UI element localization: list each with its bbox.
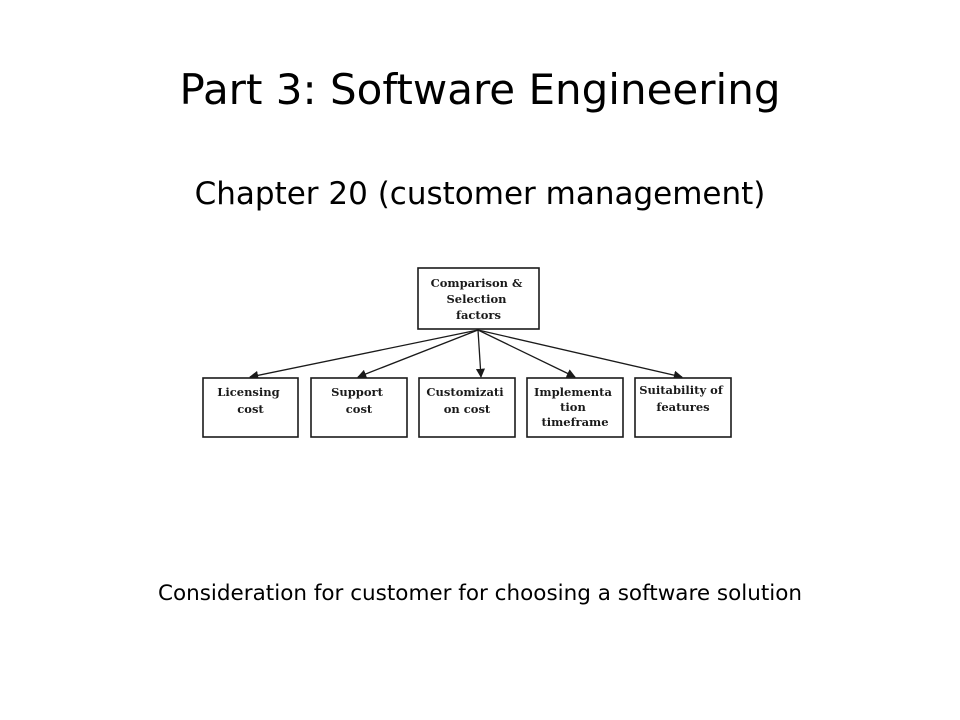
edge-implementation (477, 329, 576, 378)
edge-customization (475, 329, 486, 378)
child-node-customization-cost: Customizati on cost (418, 377, 516, 438)
slide-caption: Consideration for customer for choosing … (157, 581, 803, 606)
child-node-label: Support cost (331, 385, 387, 416)
child-node-suitability-of-features: Suitability of features (634, 377, 732, 438)
child-node-licensing-cost: Licensing cost (202, 377, 299, 438)
child-node-label: Customizati on cost (426, 385, 507, 416)
edge-licensing (249, 329, 479, 380)
slide-title: Part 3: Software Engineering (179, 65, 781, 114)
root-node-label: Comparison & Selection factors (431, 276, 527, 322)
child-node-label: Suitability of features (639, 383, 727, 414)
edge-support (357, 329, 479, 379)
child-node-label: Implementa tion timeframe (534, 385, 616, 429)
child-node-label: Licensing cost (217, 385, 283, 416)
edge-suitability (477, 329, 683, 380)
root-node: Comparison & Selection factors (417, 267, 540, 330)
child-node-support-cost: Support cost (310, 377, 408, 438)
slide-subtitle: Chapter 20 (customer management) (194, 176, 766, 212)
child-node-implementation-timeframe: Implementa tion timeframe (526, 377, 624, 438)
